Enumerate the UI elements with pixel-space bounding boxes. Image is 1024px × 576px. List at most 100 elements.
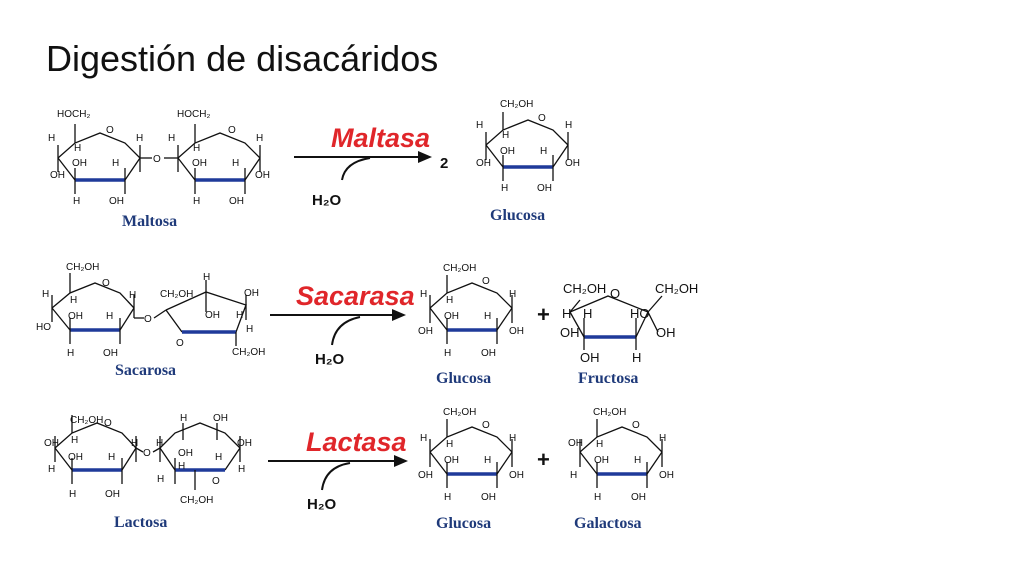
atom-label: OH (509, 470, 524, 481)
atom-label: OH (72, 158, 87, 169)
atom-label: OH (580, 350, 600, 365)
atom-label: HOCH₂ (177, 109, 210, 120)
atom-label: OH (659, 470, 674, 481)
atom-label: H (594, 492, 601, 503)
atom-label: CH₂OH (563, 281, 606, 296)
atom-label: H (565, 120, 572, 131)
atom-label: H (67, 348, 74, 359)
atom-label: H (203, 272, 210, 283)
atom-label: OH (594, 455, 609, 466)
atom-label: CH₂OH (655, 281, 698, 296)
atom-label: CH₂OH (443, 407, 476, 418)
atom-label: OH (537, 183, 552, 194)
atom-label: H (112, 158, 119, 169)
atom-label: H (484, 455, 491, 466)
atom-label: OH (568, 438, 583, 449)
atom-label: H (156, 438, 163, 449)
atom-label: OH (105, 489, 120, 500)
product-name-glucose: Glucosa (490, 207, 545, 224)
fructose-labels: CH₂OH O CH₂OH H H HO OH OH OH H (560, 281, 698, 365)
lactase-arrow (268, 460, 396, 491)
product-name-fructose: Fructosa (578, 370, 638, 387)
atom-label: O (102, 278, 110, 289)
atom-label: H (632, 350, 641, 365)
atom-label: OH (560, 325, 580, 340)
atom-label: CH₂OH (180, 495, 213, 506)
atom-label: O (610, 286, 620, 301)
atom-label: H (215, 452, 222, 463)
water-label: H₂O (307, 496, 336, 513)
lactose-molecule (54, 415, 241, 490)
atom-label: CH₂OH (500, 99, 533, 110)
atom-label: OH (68, 311, 83, 322)
atom-label: OH (44, 438, 59, 449)
atom-label: OH (418, 470, 433, 481)
arrowhead (394, 455, 408, 467)
atom-label: H (509, 289, 516, 300)
atom-label: OH (68, 452, 83, 463)
plus-sign: + (537, 302, 550, 327)
product-name-glucose: Glucosa (436, 370, 491, 387)
atom-label: H (193, 196, 200, 207)
atom-label: OH (631, 492, 646, 503)
atom-label: H (70, 295, 77, 306)
atom-label: O (106, 125, 114, 136)
atom-label: OH (244, 288, 259, 299)
atom-label: H (136, 133, 143, 144)
atom-label: OH (50, 170, 65, 181)
atom-label: HO (630, 306, 650, 321)
glucose-molecule (485, 112, 569, 181)
atom-label: OH (213, 413, 228, 424)
atom-label: O (482, 420, 490, 431)
sucrase-arrow (270, 314, 394, 346)
atom-label: O (632, 420, 640, 431)
atom-label: OH (237, 438, 252, 449)
product-name-glucose: Glucosa (436, 515, 491, 532)
glucose-molecule (429, 419, 513, 488)
atom-label: H (446, 439, 453, 450)
atom-label: H (71, 435, 78, 446)
atom-label: H (236, 310, 243, 321)
atom-label: H (596, 439, 603, 450)
enzyme-lactasa: Lactasa (306, 427, 407, 457)
atom-label: CH₂OH (232, 347, 265, 358)
atom-label: OH (656, 325, 676, 340)
atom-label: H (129, 290, 136, 301)
atom-label: H (540, 146, 547, 157)
atom-label: O (482, 276, 490, 287)
coefficient-two: 2 (440, 155, 448, 172)
atom-label: H (180, 413, 187, 424)
atom-label: OH (103, 348, 118, 359)
maltose-molecule (57, 124, 261, 194)
glucose-labels: CH₂OH O H H OH H H OH OH H OH (418, 407, 524, 503)
atom-label: H (509, 433, 516, 444)
atom-label: H (178, 461, 185, 472)
atom-label: OH (255, 170, 270, 181)
product-name-galactose: Galactosa (574, 515, 642, 532)
atom-label: H (446, 295, 453, 306)
plus-sign: + (537, 447, 550, 472)
atom-label: OH (481, 348, 496, 359)
atom-label: OH (444, 311, 459, 322)
atom-label: H (659, 433, 666, 444)
atom-label: H (48, 133, 55, 144)
arrowhead (392, 309, 406, 321)
atom-label: CH₂OH (66, 262, 99, 273)
atom-label: O (176, 338, 184, 349)
atom-label: OH (476, 158, 491, 169)
atom-label: H (108, 452, 115, 463)
enzyme-maltasa: Maltasa (331, 123, 430, 153)
maltase-arrow (294, 156, 420, 181)
atom-label: OH (509, 326, 524, 337)
arrowhead (418, 151, 432, 163)
atom-label: OH (229, 196, 244, 207)
atom-label: O (143, 448, 151, 459)
atom-label: H (246, 324, 253, 335)
atom-label: CH₂OH (443, 263, 476, 274)
atom-label: H (157, 474, 164, 485)
atom-label: H (476, 120, 483, 131)
atom-label: O (144, 314, 152, 325)
atom-label: H (444, 348, 451, 359)
